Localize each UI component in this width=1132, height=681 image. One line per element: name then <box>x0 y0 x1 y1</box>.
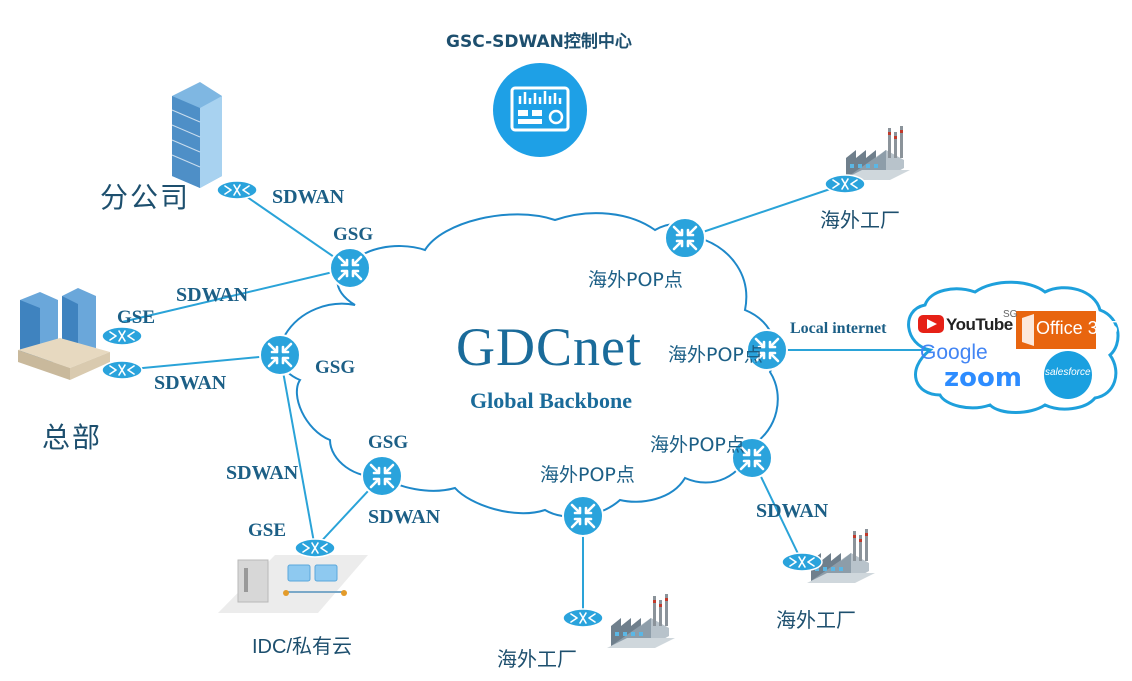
hq-building-icon <box>18 288 110 380</box>
factory-icon-ne <box>842 126 910 180</box>
branch-building-icon <box>171 82 222 188</box>
core-network-subtitle: Global Backbone <box>470 388 632 413</box>
gse-edge-icon-hq <box>101 326 143 346</box>
sdwan-edge-icon-factory-ne <box>824 174 866 194</box>
gsg-label-top: GSG <box>333 224 374 245</box>
gse-label-idc: GSE <box>248 520 287 541</box>
sdwan-edge-icon-factory-se <box>781 552 823 572</box>
branch-label: 分公司 <box>100 181 191 214</box>
factory-label-ne: 海外工厂 <box>820 208 900 232</box>
pop-label-bottom: 海外POP点 <box>540 464 635 486</box>
gsg-label-mid: GSG <box>315 357 356 378</box>
gsg-label-bottom: GSG <box>368 432 409 453</box>
idc-label: IDC/私有云 <box>252 636 352 658</box>
gsg-router-icon-mid <box>258 333 302 377</box>
control-center-title: GSC-SDWAN控制中心 <box>446 32 632 52</box>
office365-logo-text: Office 365 <box>1036 318 1118 338</box>
local-internet-label: Local internet <box>790 320 887 337</box>
salesforce-logo-text: salesforce <box>1045 367 1091 378</box>
pop-label-top: 海外POP点 <box>588 269 683 291</box>
pop-label-lower-right: 海外POP点 <box>650 434 745 456</box>
hq-label: 总部 <box>42 421 103 454</box>
factory-icon-s <box>607 594 675 648</box>
gse-label-hq: GSE <box>117 307 156 328</box>
gse-edge-icon-idc <box>294 538 336 558</box>
idc-server-icon <box>218 555 368 613</box>
sdwan-label-hq-upper: SDWAN <box>176 284 249 306</box>
pop-label-right: 海外POP点 <box>668 344 763 366</box>
youtube-logo-text: YouTube <box>946 315 1013 334</box>
sdwan-label-branch: SDWAN <box>272 186 345 208</box>
salesforce-icon <box>1044 351 1092 399</box>
factory-label-se: 海外工厂 <box>776 608 856 632</box>
control-center-icon <box>493 63 587 157</box>
sdwan-label-hq-lower: SDWAN <box>154 372 227 394</box>
gsg-router-icon-top <box>328 246 372 290</box>
sdwan-label-idc-left: SDWAN <box>226 462 299 484</box>
pop-router-icon-bottom <box>561 494 605 538</box>
sdwan-edge-icon-branch <box>216 180 258 200</box>
sdwan-edge-icon-factory-s <box>562 608 604 628</box>
gsg-router-icon-bottom <box>360 454 404 498</box>
zoom-logo-text: zoom <box>944 363 1022 393</box>
sdwan-label-factory-se: SDWAN <box>756 500 829 522</box>
gdcnet-cloud <box>276 212 779 518</box>
core-network-name: GDCnet <box>456 317 642 377</box>
pop-router-icon-top <box>663 216 707 260</box>
sdwan-edge-icon-hq <box>101 360 143 380</box>
sdwan-label-idc-right: SDWAN <box>368 506 441 528</box>
sg-label: SG <box>1003 309 1018 320</box>
factory-label-s: 海外工厂 <box>497 647 577 671</box>
google-logo-text: Google <box>920 341 988 364</box>
